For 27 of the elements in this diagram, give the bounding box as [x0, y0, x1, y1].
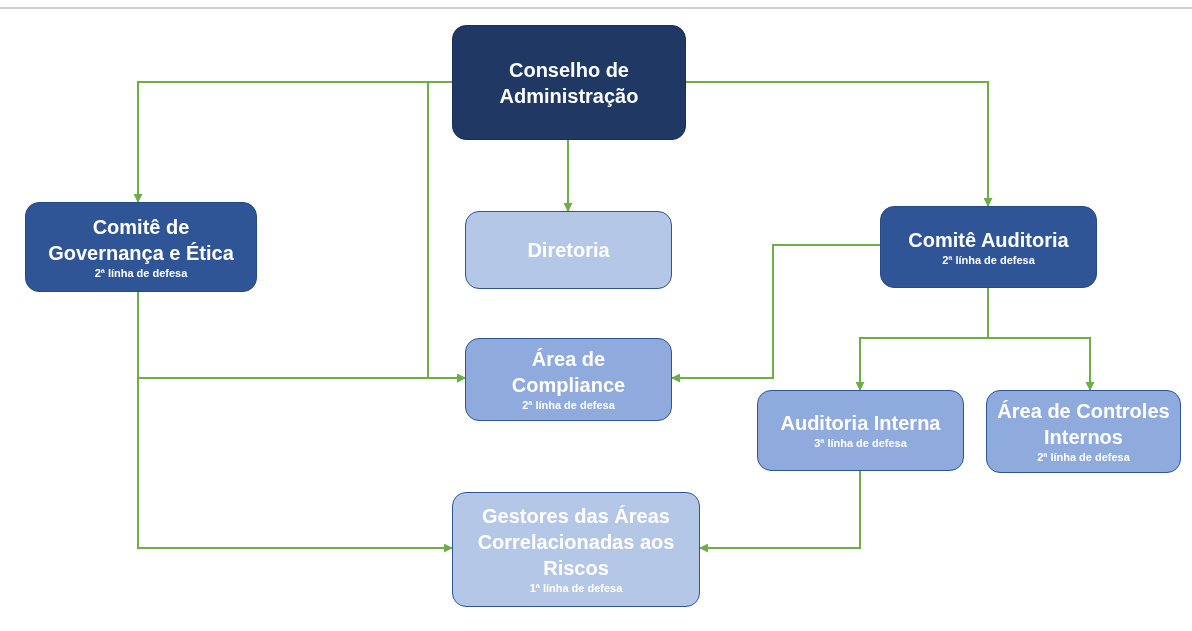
- connector-arrow: [987, 287, 1095, 391]
- org-box: [986, 390, 1181, 473]
- box-title: Diretoria: [527, 238, 610, 263]
- box-subtitle: 2ª línha de defesa: [522, 398, 615, 413]
- box-subtitle: 2ª línha de defesa: [942, 252, 1035, 268]
- org-box: [880, 206, 1097, 288]
- box-subtitle: 2ª línha de defesa: [1037, 450, 1130, 465]
- box-title: Gestores das Áreas Correlacionadas aos Riscos: [476, 504, 676, 582]
- box-title: Comitê de Governança e Ética: [47, 214, 235, 266]
- org-box: [25, 202, 257, 292]
- connector-arrow: [671, 244, 881, 383]
- box-title: Área de Controles Internos: [996, 399, 1171, 451]
- box-title: Comitê Auditoria: [908, 227, 1069, 253]
- connector-arrow: [685, 81, 993, 207]
- org-box: [757, 390, 964, 471]
- box-subtitle: 2ª línha de defesa: [94, 265, 188, 281]
- box-title: Auditoria Interna: [780, 411, 941, 437]
- org-box: [465, 338, 672, 421]
- box-subtitle: 3ª línha de defesa: [814, 436, 907, 451]
- box-title: Conselho de Administração: [498, 57, 640, 109]
- connector-arrow: [699, 470, 861, 553]
- org-box: [465, 211, 672, 289]
- org-box: [452, 492, 700, 607]
- box-title: Área de Compliance: [510, 347, 627, 399]
- box-subtitle: 1ª línha de defesa: [529, 581, 623, 596]
- org-box: [452, 25, 686, 140]
- connector-arrow: [563, 139, 573, 212]
